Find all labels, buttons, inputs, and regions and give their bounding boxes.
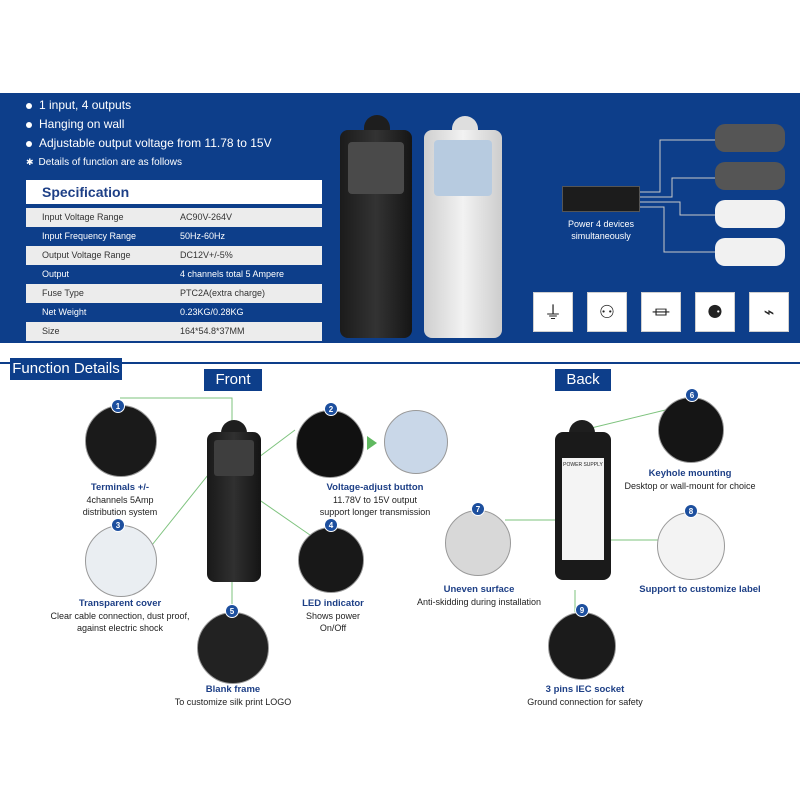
- voltage-button-zoom: [384, 410, 448, 474]
- bullet-1: 1 input, 4 outputs: [39, 98, 132, 112]
- uneven-surface-closeup: [445, 510, 511, 576]
- badge-9: 9: [575, 603, 589, 617]
- custom-label-closeup: [657, 512, 725, 580]
- eu-plug-icon: ⏚: [533, 292, 573, 332]
- distribution-box-image: [562, 186, 640, 212]
- back-tag: Back: [555, 369, 611, 391]
- camera-icon: [715, 124, 785, 152]
- bullet-2: Hanging on wall: [39, 117, 125, 131]
- badge-1: 1: [111, 399, 125, 413]
- badge-7: 7: [471, 502, 485, 516]
- keyhole-closeup: [658, 397, 724, 463]
- us-plug-icon: ⏛: [641, 292, 681, 332]
- front-tag: Front: [204, 369, 262, 391]
- uk-fused-plug-icon: ⚈: [695, 292, 735, 332]
- voltage-button-closeup: [296, 410, 364, 478]
- badge-3: 3: [111, 518, 125, 532]
- badge-8: 8: [684, 504, 698, 518]
- feature-custom-label: Support to customize label: [639, 584, 761, 595]
- function-details-title: Function Details: [10, 358, 122, 380]
- uk-plug-icon: ⚇: [587, 292, 627, 332]
- badge-5: 5: [225, 604, 239, 618]
- back-label-title: POWER SUPPLY: [563, 462, 603, 468]
- section-divider: [0, 362, 800, 364]
- terminals-closeup: [85, 405, 157, 477]
- camera-icon: [715, 162, 785, 190]
- bullet-3: Adjustable output voltage from 11.78 to …: [39, 136, 272, 150]
- badge-4: 4: [324, 518, 338, 532]
- camera-icon: [715, 238, 785, 266]
- iec-socket-closeup: [548, 612, 616, 680]
- camera-icon: [715, 200, 785, 228]
- transparent-cover-closeup: [85, 525, 157, 597]
- feature-bullets: 1 input, 4 outputs Hanging on wall Adjus…: [26, 96, 272, 172]
- badge-2: 2: [324, 402, 338, 416]
- blank-frame-closeup: [197, 612, 269, 684]
- spec-title: Specification: [26, 180, 322, 204]
- au-plug-icon: ⌁: [749, 292, 789, 332]
- led-indicator-closeup: [298, 527, 364, 593]
- arrow-icon: [367, 436, 377, 450]
- badge-6: 6: [685, 388, 699, 402]
- details-note: Details of function are as follows: [38, 157, 182, 168]
